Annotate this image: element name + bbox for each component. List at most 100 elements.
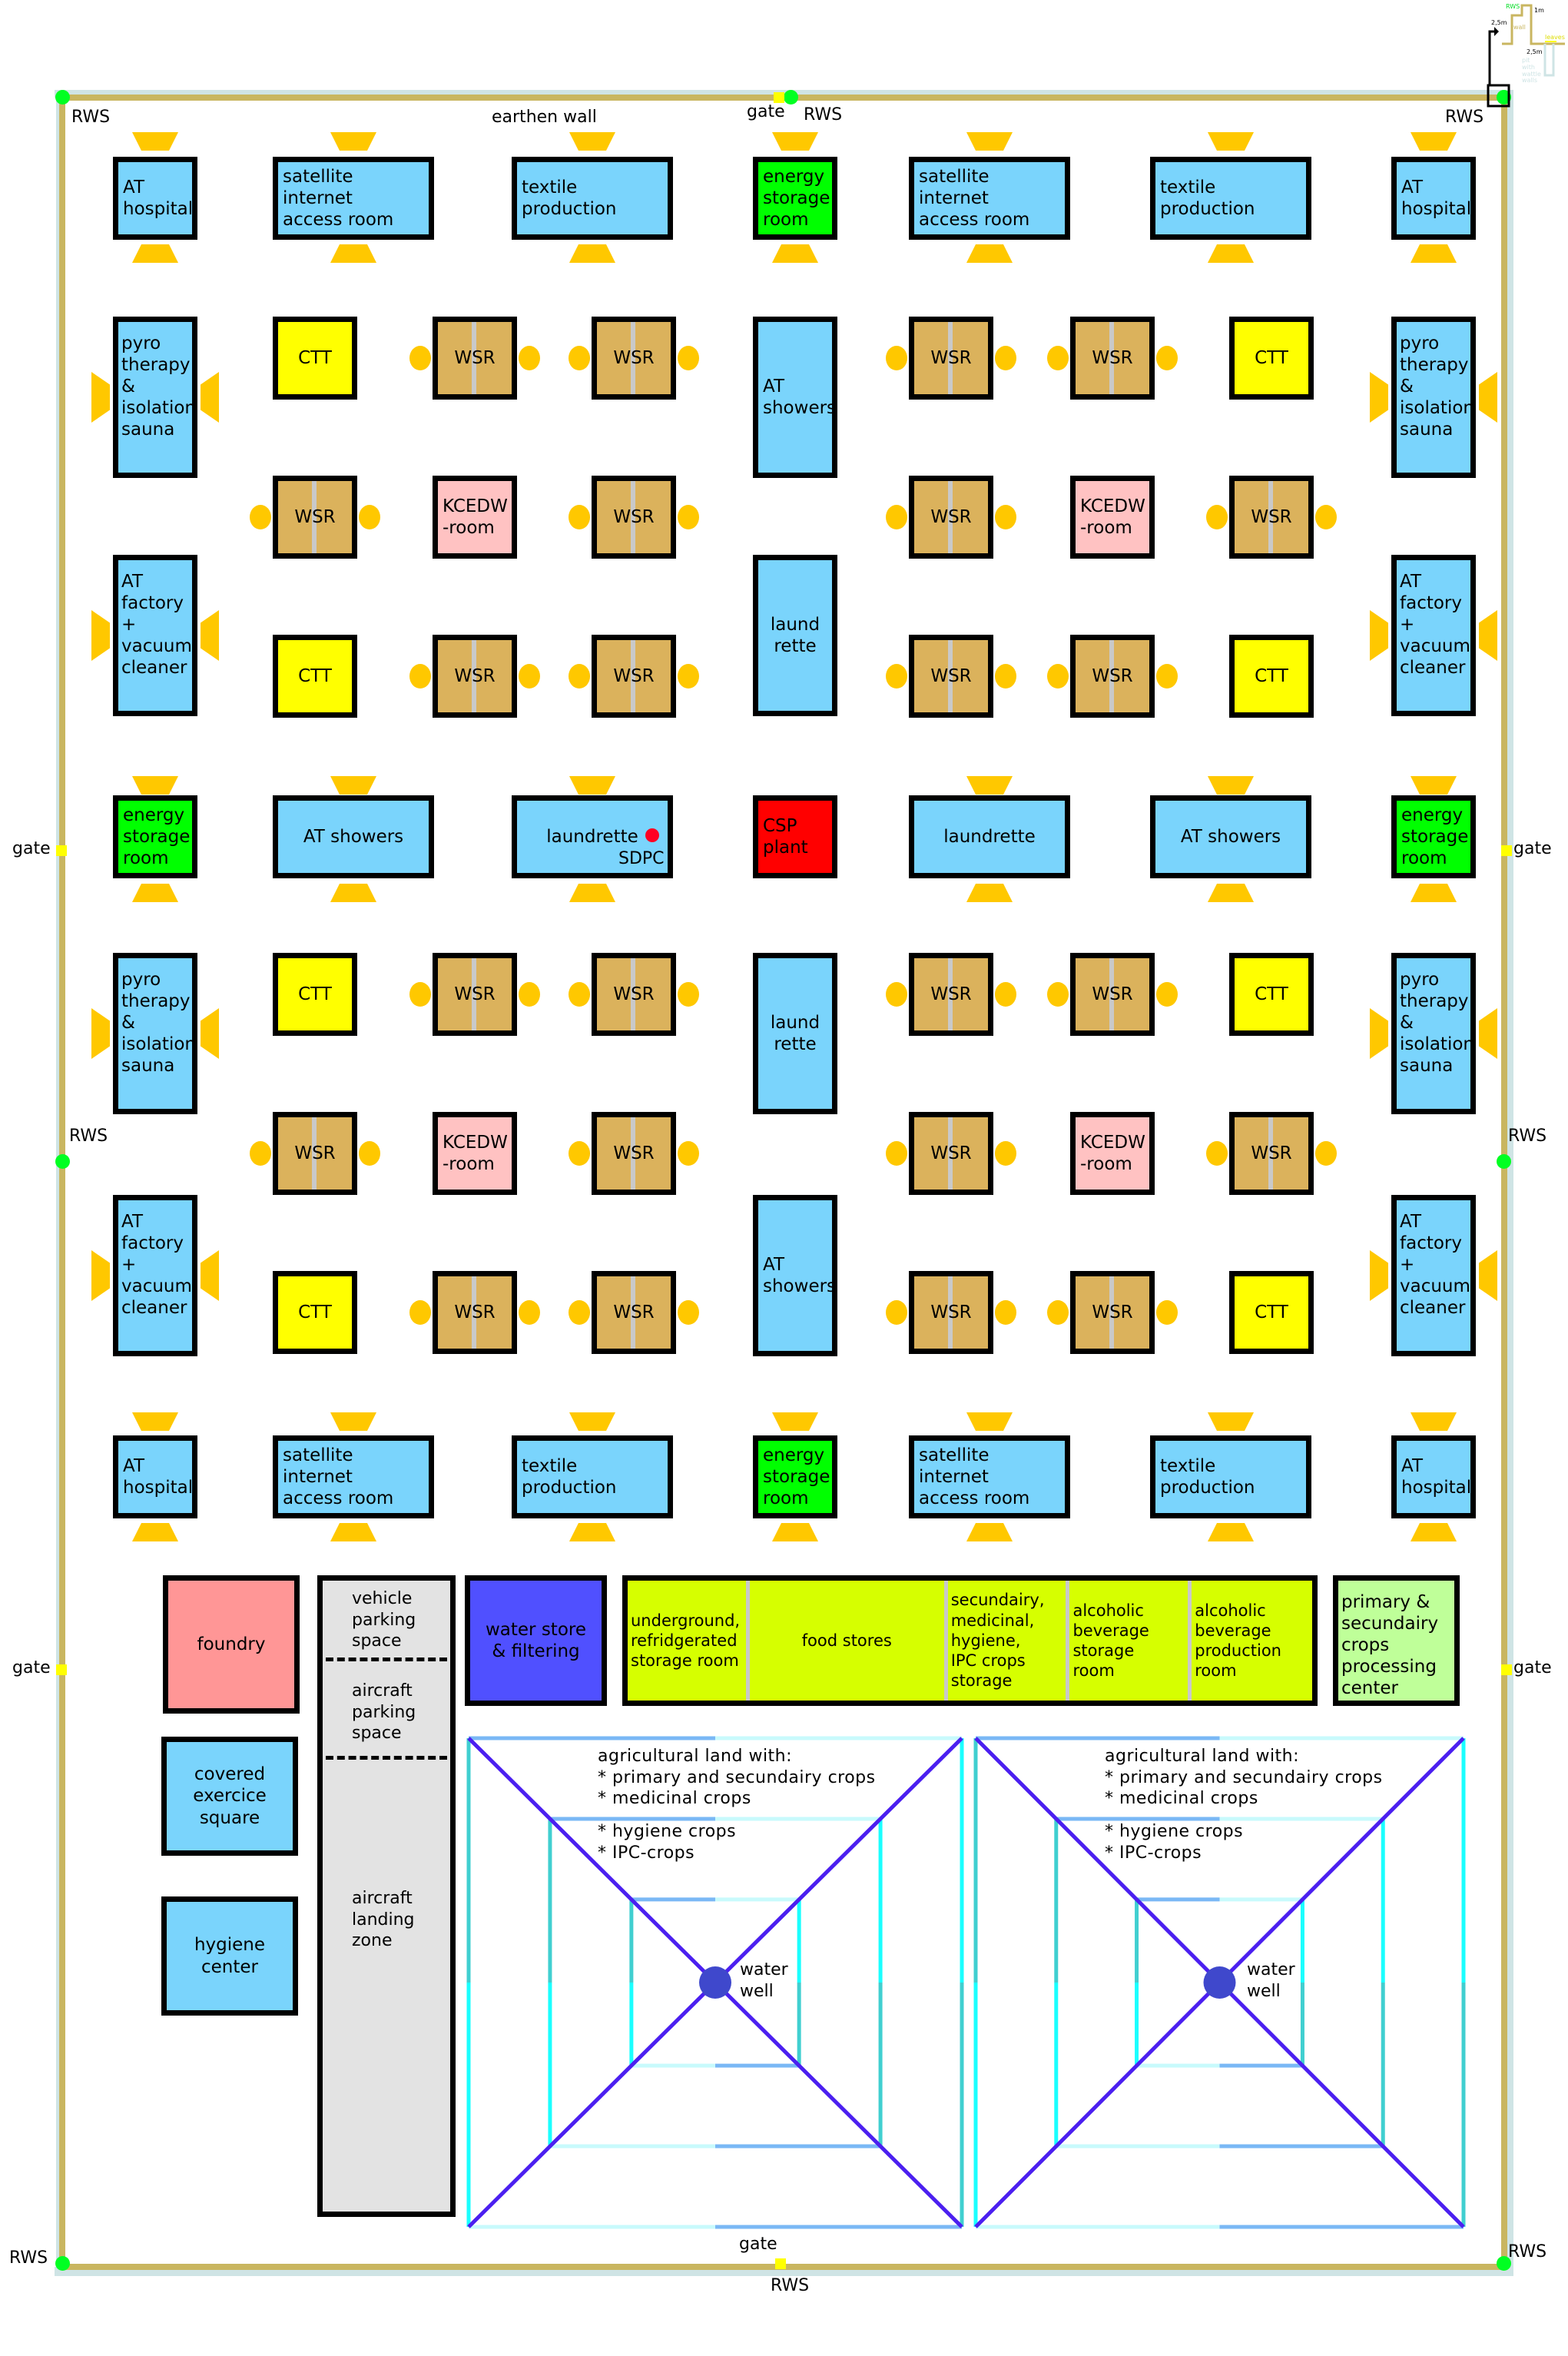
ctt-room[interactable]: CTT [273,635,357,718]
wsr-room[interactable]: WSR [433,317,517,400]
wsr-room[interactable]: WSR [1229,476,1314,559]
wsr-room[interactable]: WSR [909,1271,993,1354]
storage-room[interactable]: alcoholic beverage production room [1195,1601,1281,1681]
at-showers[interactable]: AT showers [1150,795,1311,878]
wsr-room[interactable]: WSR [433,953,517,1036]
foundry[interactable]: foundry [163,1575,300,1714]
textile-room[interactable]: textile production [512,1435,673,1518]
rws-marker [55,1154,70,1169]
wsr-label: WSR [1092,1302,1133,1322]
ctt-room[interactable]: CTT [1229,1271,1314,1354]
storage-room[interactable]: food stores [750,1581,948,1701]
energy-storage[interactable]: energy storage room [113,795,197,878]
wsr-room[interactable]: WSR [909,476,993,559]
ctt-room[interactable]: CTT [1229,317,1314,400]
wsr-room[interactable]: WSR [592,317,676,400]
storage-room[interactable]: secundairy, medicinal, hygiene, IPC crop… [948,1581,1070,1701]
at-showers[interactable]: AT showers [753,1195,837,1356]
ctt-room[interactable]: CTT [1229,953,1314,1036]
at-factory[interactable]: AT factory + vacuum cleaner [1391,555,1476,716]
gate-marker[interactable] [1501,845,1512,856]
door-dot [1206,1141,1228,1166]
textile-room[interactable]: textile production [1150,157,1311,240]
at-showers[interactable]: AT showers [273,795,434,878]
pyro-sauna[interactable]: pyro therapy & isolation sauna [113,953,197,1114]
wsr-room[interactable]: WSR [592,476,676,559]
at-hospital[interactable]: AT hospital [113,157,197,240]
wsr-room[interactable]: WSR [592,1112,676,1195]
aircraft-landing-zone[interactable]: aircraft landing zone [352,1889,415,1950]
pyro-sauna-label: pyro therapy & isolation sauna [121,333,196,440]
satellite-room[interactable]: satellite internet access room [273,157,434,240]
at-factory[interactable]: AT factory + vacuum cleaner [1391,1195,1476,1356]
covered-exercise-square[interactable]: covered exercice square [161,1737,298,1856]
at-hospital[interactable]: AT hospital [1391,1435,1476,1518]
at-hospital[interactable]: AT hospital [113,1435,197,1518]
ctt-room[interactable]: CTT [1229,635,1314,718]
textile-room-label: textile production [1160,177,1255,219]
pyro-sauna[interactable]: pyro therapy & isolation sauna [113,317,197,478]
textile-room[interactable]: textile production [1150,1435,1311,1518]
door-dot [409,982,431,1007]
wsr-room[interactable]: WSR [1070,317,1155,400]
laundrette[interactable]: laundrette [909,795,1070,878]
wsr-room[interactable]: WSR [1070,953,1155,1036]
wsr-room[interactable]: WSR [592,635,676,718]
kcedw-room[interactable]: KCEDW -room [433,1112,517,1195]
wsr-room[interactable]: WSR [592,953,676,1036]
energy-storage[interactable]: energy storage room [753,1435,837,1518]
gate-marker[interactable] [775,2258,786,2269]
pyro-sauna[interactable]: pyro therapy & isolation sauna [1391,317,1476,478]
kcedw-room[interactable]: KCEDW -room [1070,1112,1155,1195]
laundrette[interactable]: laund rette [753,555,837,716]
satellite-room[interactable]: satellite internet access room [909,1435,1070,1518]
at-factory[interactable]: AT factory + vacuum cleaner [113,1195,197,1356]
wsr-room[interactable]: WSR [1229,1112,1314,1195]
agri-land-label: agricultural land with: * primary and se… [1105,1747,1383,1808]
pyro-sauna[interactable]: pyro therapy & isolation sauna [1391,953,1476,1114]
wsr-room[interactable]: WSR [909,953,993,1036]
wsr-room[interactable]: WSR [273,476,357,559]
door-dot [995,346,1016,370]
aircraft-parking-space[interactable]: aircraft parking space [352,1681,416,1743]
ctt-room[interactable]: CTT [273,1271,357,1354]
ctt-room[interactable]: CTT [273,953,357,1036]
energy-storage[interactable]: energy storage room [1391,795,1476,878]
processing-center[interactable]: primary & secundairy crops processing ce… [1333,1575,1460,1706]
laundrette[interactable]: laund rette [753,953,837,1114]
at-factory[interactable]: AT factory + vacuum cleaner [113,555,197,716]
ctt-room[interactable]: CTT [273,317,357,400]
energy-storage[interactable]: energy storage room [753,157,837,240]
water-well-icon [699,1966,731,1999]
wall-cross-section-legend [1487,4,1565,108]
wsr-room[interactable]: WSR [433,1271,517,1354]
storage-room[interactable]: underground, refridgerated storage room [628,1581,750,1701]
wsr-room[interactable]: WSR [1070,1271,1155,1354]
gate-marker[interactable] [774,92,784,103]
storage-room[interactable]: alcoholic beverage storage room [1069,1581,1192,1701]
door-dot [409,664,431,689]
csp-plant[interactable]: CSP plant [753,795,837,878]
satellite-room[interactable]: satellite internet access room [273,1435,434,1518]
gate-marker[interactable] [1501,1664,1512,1675]
wsr-room[interactable]: WSR [433,635,517,718]
kcedw-room[interactable]: KCEDW -room [1070,476,1155,559]
kcedw-room[interactable]: KCEDW -room [433,476,517,559]
gate-marker[interactable] [56,845,67,856]
wsr-room[interactable]: WSR [592,1271,676,1354]
at-hospital[interactable]: AT hospital [1391,157,1476,240]
wsr-room[interactable]: WSR [909,1112,993,1195]
wsr-room[interactable]: WSR [273,1112,357,1195]
wsr-room[interactable]: WSR [909,317,993,400]
satellite-room[interactable]: satellite internet access room [909,157,1070,240]
wsr-room[interactable]: WSR [1070,635,1155,718]
hygiene-center[interactable]: hygiene center [161,1896,298,2016]
at-showers[interactable]: AT showers [753,317,837,478]
gate-marker[interactable] [56,1664,67,1675]
vehicle-parking-space[interactable]: vehicle parking space [352,1589,416,1651]
textile-room[interactable]: textile production [512,157,673,240]
water-store[interactable]: water store & filtering [465,1575,607,1706]
wsr-divider [1268,1117,1273,1190]
wsr-room[interactable]: WSR [909,635,993,718]
wsr-divider [1109,1276,1114,1349]
